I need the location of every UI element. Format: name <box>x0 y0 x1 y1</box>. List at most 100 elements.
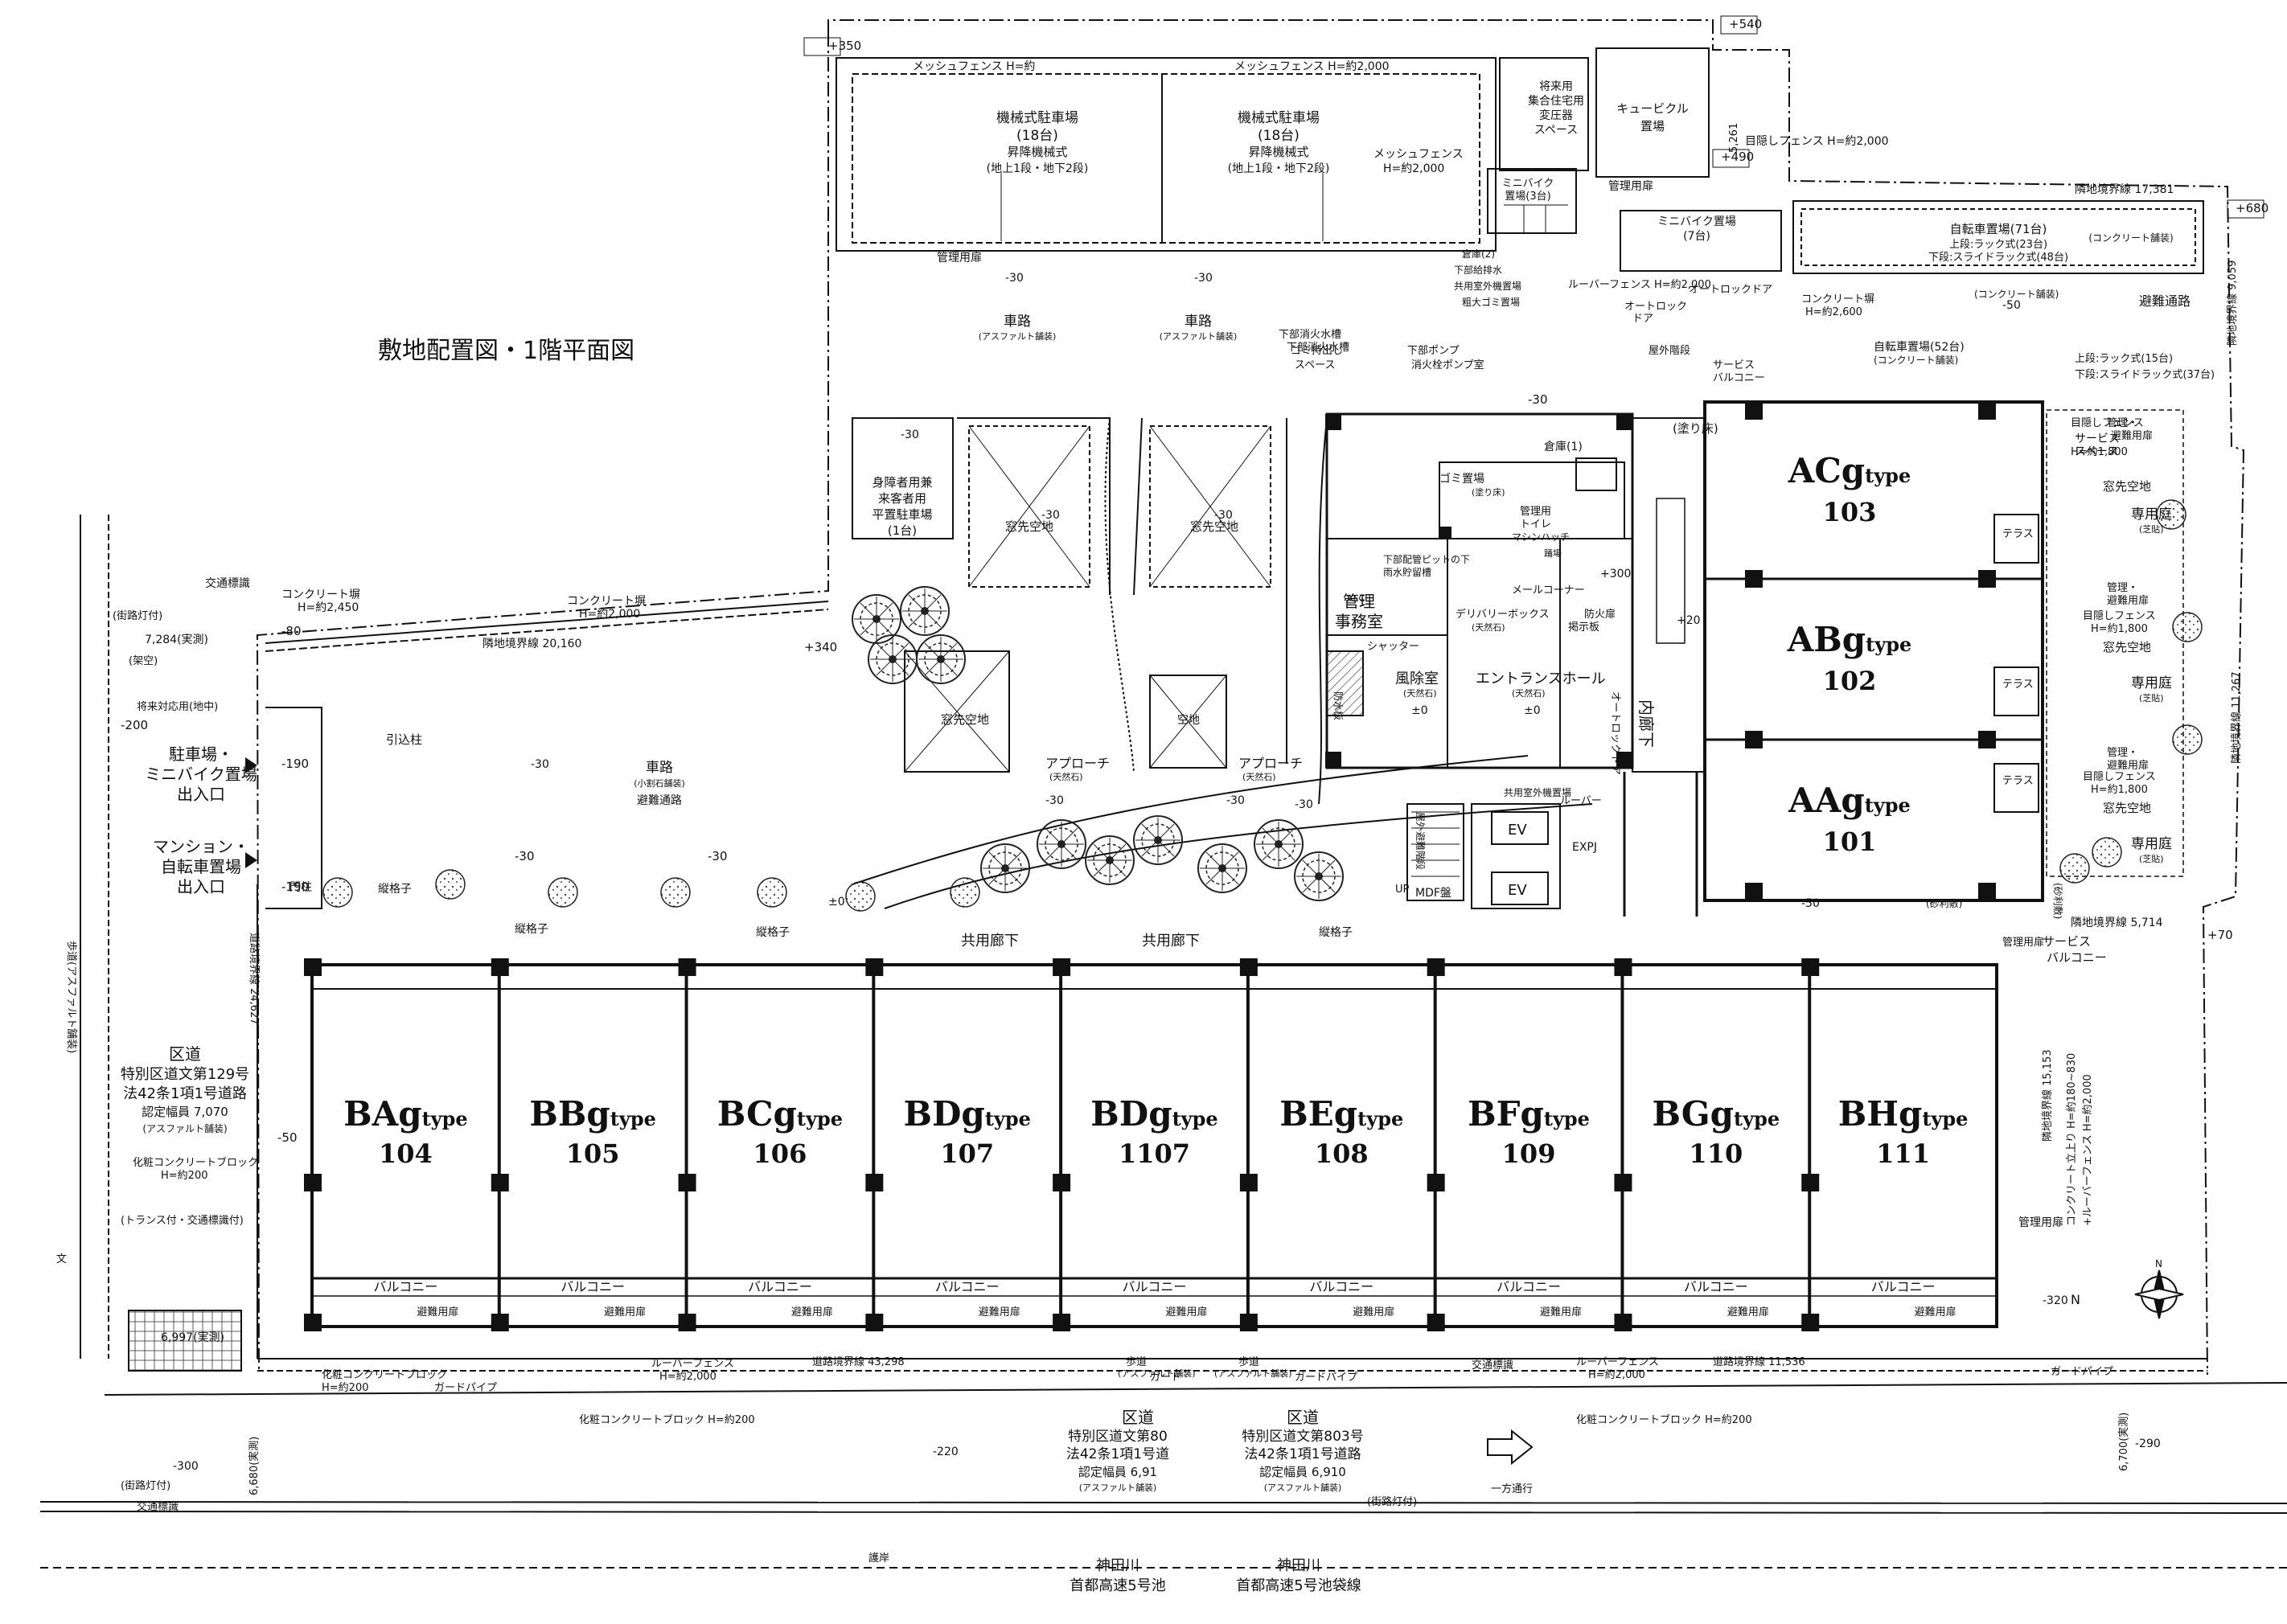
svg-text:縦格子: 縦格子 <box>756 926 790 939</box>
svg-text:(トランス付・交通標識付): (トランス付・交通標識付) <box>121 1214 244 1227</box>
svg-text:目隠しフェンス H=約2,000: 目隠しフェンス H=約2,000 <box>1745 135 1889 148</box>
svg-text:7,284(実測): 7,284(実測) <box>145 634 208 646</box>
svg-text:下段:スライドラック式(37台): 下段:スライドラック式(37台) <box>2075 369 2215 381</box>
svg-text:デリバリーボックス: デリバリーボックス <box>1456 608 1550 621</box>
svg-text:機械式駐車場: 機械式駐車場 <box>1238 110 1320 126</box>
svg-text:5,261: 5,261 <box>1728 123 1740 153</box>
svg-text:ドア: ドア <box>1632 313 1653 325</box>
svg-text:窓先空地: 窓先空地 <box>2103 801 2151 815</box>
svg-text:身障者用兼: 身障者用兼 <box>872 475 932 490</box>
svg-text:窓先空地: 窓先空地 <box>1005 519 1053 534</box>
svg-text:-30: -30 <box>1045 794 1064 807</box>
column <box>1427 958 1445 976</box>
svg-text:+490: +490 <box>1721 150 1754 164</box>
svg-text:-190: -190 <box>281 880 309 894</box>
evac-door-label: 避難用扉 <box>417 1306 458 1318</box>
svg-text:ミニバイク置場: ミニバイク置場 <box>1657 215 1736 228</box>
svg-text:窓先空地: 窓先空地 <box>2103 479 2151 494</box>
svg-text:隣地境界線 17,381: 隣地境界線 17,381 <box>2075 183 2174 196</box>
svg-text:ゴミ置場: ゴミ置場 <box>1439 472 1484 486</box>
balcony-label: バルコニー <box>1123 1279 1187 1294</box>
svg-text:変圧器: 変圧器 <box>1539 109 1573 122</box>
balcony-label: バルコニー <box>935 1279 1000 1294</box>
svg-text:隣地境界線 20,160: 隣地境界線 20,160 <box>482 638 581 650</box>
svg-text:サービス: サービス <box>2075 433 2120 445</box>
svg-text:オートロックドア: オートロックドア <box>1689 284 1772 296</box>
svg-text:特別区道文第129号: 特別区道文第129号 <box>121 1066 249 1083</box>
svg-text:(アスファルト舗装): (アスファルト舗装) <box>142 1123 227 1134</box>
svg-text:H=約1,800: H=約1,800 <box>2091 784 2148 796</box>
private-garden-label: 専用庭 <box>2131 836 2172 852</box>
svg-text:(砂利敷): (砂利敷) <box>1926 897 1962 909</box>
svg-text:自転車置場(71台): 自転車置場(71台) <box>1950 222 2047 236</box>
column <box>1801 958 1820 976</box>
svg-text:-290: -290 <box>2135 1437 2161 1450</box>
unit-type-label: BDgtype <box>904 1094 1031 1134</box>
column <box>678 958 696 976</box>
unit-number: 110 <box>1689 1138 1743 1169</box>
svg-text:(アスファルト舗装): (アスファルト舗装) <box>1214 1368 1292 1379</box>
svg-text:屋外階段: 屋外階段 <box>1649 345 1690 357</box>
svg-text:(架空): (架空) <box>129 655 158 667</box>
unit-type-label: BAgtype <box>343 1094 468 1134</box>
svg-text:サービス: サービス <box>2043 934 2091 949</box>
svg-text:アプローチ: アプローチ <box>1045 756 1110 771</box>
svg-text:縦格子: 縦格子 <box>1319 926 1353 939</box>
svg-text:目隠しフェンス: 目隠しフェンス <box>2071 417 2144 429</box>
svg-text:6,997(実測): 6,997(実測) <box>161 1331 224 1344</box>
svg-text:H=約2,450: H=約2,450 <box>298 601 359 614</box>
svg-text:隣地境界線 5,714: 隣地境界線 5,714 <box>2071 917 2163 929</box>
svg-text:下部消火水槽: 下部消火水槽 <box>1279 329 1341 341</box>
column <box>1614 958 1632 976</box>
svg-text:車路: 車路 <box>1004 314 1031 330</box>
column <box>678 1174 696 1191</box>
svg-text:スペース: スペース <box>1295 359 1335 371</box>
unit-type-label: AAgtype <box>1788 781 1911 820</box>
svg-text:置場(3台): 置場(3台) <box>1505 191 1550 203</box>
svg-text:倉庫(2): 倉庫(2) <box>1462 248 1495 260</box>
evac-door-label: 避難用扉 <box>604 1306 646 1318</box>
balcony-label: バルコニー <box>1309 1279 1373 1294</box>
svg-text:防火扉: 防火扉 <box>1584 608 1616 621</box>
svg-text:下部配管ピットの下: 下部配管ピットの下 <box>1383 553 1470 565</box>
svg-text:化粧コンクリートブロック: 化粧コンクリートブロック <box>322 1368 447 1381</box>
svg-text:サービス: サービス <box>1713 359 1755 371</box>
svg-text:区道: 区道 <box>169 1044 201 1064</box>
svg-text:ゴミ持出し: ゴミ持出し <box>1291 344 1343 357</box>
svg-text:H=約200: H=約200 <box>161 1170 207 1182</box>
svg-text:メッシュフェンス H=約: メッシュフェンス H=約 <box>913 60 1035 73</box>
private-garden-label: 専用庭 <box>2131 506 2172 523</box>
svg-text:(天然石): (天然石) <box>1242 771 1276 782</box>
unit-number: 101 <box>1823 826 1877 857</box>
svg-text:6,680(実測): 6,680(実測) <box>248 1437 261 1495</box>
svg-text:(地上1段・地下2段): (地上1段・地下2段) <box>987 162 1089 175</box>
svg-text:バルコニー: バルコニー <box>2047 950 2107 965</box>
svg-text:共用廊下: 共用廊下 <box>961 933 1019 949</box>
svg-text:交通標識: 交通標識 <box>1472 1359 1513 1372</box>
central-core <box>1325 412 1706 917</box>
column <box>1801 1314 1820 1331</box>
svg-text:(街路灯付): (街路灯付) <box>121 1479 170 1492</box>
svg-text:風除室: 風除室 <box>1395 671 1439 687</box>
svg-text:(天然石): (天然石) <box>1403 687 1437 699</box>
svg-text:ルーバー: ルーバー <box>1560 795 1602 807</box>
svg-text:法42条1項1号道路: 法42条1項1号道路 <box>1244 1446 1361 1462</box>
svg-text:H=約1,800: H=約1,800 <box>2091 623 2148 635</box>
mechanical-parking-block <box>836 47 2204 274</box>
svg-text:±0: ±0 <box>1524 704 1541 717</box>
svg-text:テラス: テラス <box>2002 775 2034 787</box>
svg-text:駐車場・: 駐車場・ <box>169 744 233 764</box>
svg-text:隣地境界線 9,059: 隣地境界線 9,059 <box>2226 260 2239 346</box>
svg-text:上段:ラック式(23台): 上段:ラック式(23台) <box>1949 239 2047 251</box>
svg-text:内廊下: 内廊下 <box>1636 699 1656 748</box>
svg-text:N: N <box>2071 1292 2080 1307</box>
svg-text:-30: -30 <box>1295 798 1313 811</box>
svg-text:(街路灯付): (街路灯付) <box>1367 1495 1417 1508</box>
column <box>304 958 322 976</box>
svg-text:踊場: 踊場 <box>1544 548 1562 559</box>
svg-text:首都高速5号池袋線: 首都高速5号池袋線 <box>1236 1577 1361 1594</box>
svg-text:EV: EV <box>1508 822 1527 839</box>
svg-text:縦格子: 縦格子 <box>515 923 548 936</box>
svg-text:(塗り床): (塗り床) <box>1673 421 1718 436</box>
